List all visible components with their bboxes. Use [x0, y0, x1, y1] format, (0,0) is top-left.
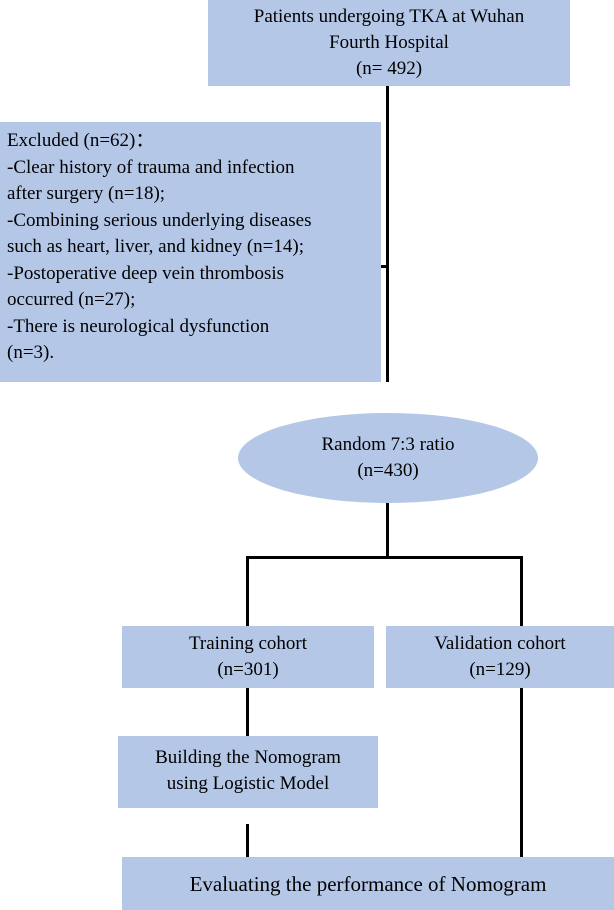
excluded-line-2: -Clear history of trauma and infection — [7, 156, 295, 178]
connector-training-to-nomogram — [246, 688, 249, 736]
excluded-line-6: -Postoperative deep vein thrombosis — [7, 262, 285, 284]
connector-nomogram-to-evaluate — [246, 824, 249, 857]
excluded-box: Excluded (n=62)： -Clear history of traum… — [0, 122, 381, 382]
patients-line-3: (n= 492) — [355, 58, 423, 79]
excluded-line-4: -Combining serious underlying diseases — [7, 209, 312, 231]
connector-split-horizontal — [246, 556, 523, 559]
training-box: Training cohort (n=301) — [122, 626, 374, 688]
nomogram-line-1: Building the Nomogram — [155, 747, 341, 768]
random-line-2: (n=430) — [357, 460, 419, 481]
excluded-line-5: such as heart, liver, and kidney (n=14); — [7, 236, 304, 257]
patients-line-1: Patients undergoing TKA at Wuhan — [253, 6, 525, 27]
patients-box: Patients undergoing TKA at Wuhan Fourth … — [208, 0, 570, 86]
connector-to-validation — [520, 556, 523, 626]
excluded-line-9: (n=3). — [7, 342, 55, 363]
connector-to-training — [246, 556, 249, 626]
connector-main-vertical — [386, 86, 389, 382]
validation-line-2: (n=129) — [469, 659, 531, 680]
random-line-1: Random 7:3 ratio — [321, 434, 455, 455]
validation-line-1: Validation cohort — [434, 633, 566, 654]
connector-random-down — [386, 502, 389, 558]
nomogram-line-2: using Logistic Model — [166, 773, 330, 794]
training-line-1: Training cohort — [188, 633, 308, 654]
nomogram-box: Building the Nomogram using Logistic Mod… — [118, 736, 378, 808]
excluded-line-3: after surgery (n=18); — [7, 183, 166, 204]
evaluate-box: Evaluating the performance of Nomogram — [122, 857, 614, 910]
validation-box: Validation cohort (n=129) — [386, 626, 614, 688]
excluded-line-7: occurred (n=27); — [7, 289, 136, 310]
excluded-line-1: Excluded (n=62)： — [7, 130, 155, 151]
random-ellipse: Random 7:3 ratio (n=430) — [238, 413, 538, 503]
evaluate-line-1: Evaluating the performance of Nomogram — [189, 872, 547, 896]
connector-excluded-tick — [380, 265, 389, 268]
patients-line-2: Fourth Hospital — [329, 32, 449, 53]
excluded-line-8: -There is neurological dysfunction — [7, 315, 270, 337]
connector-validation-to-evaluate — [520, 688, 523, 858]
training-line-2: (n=301) — [217, 659, 279, 680]
